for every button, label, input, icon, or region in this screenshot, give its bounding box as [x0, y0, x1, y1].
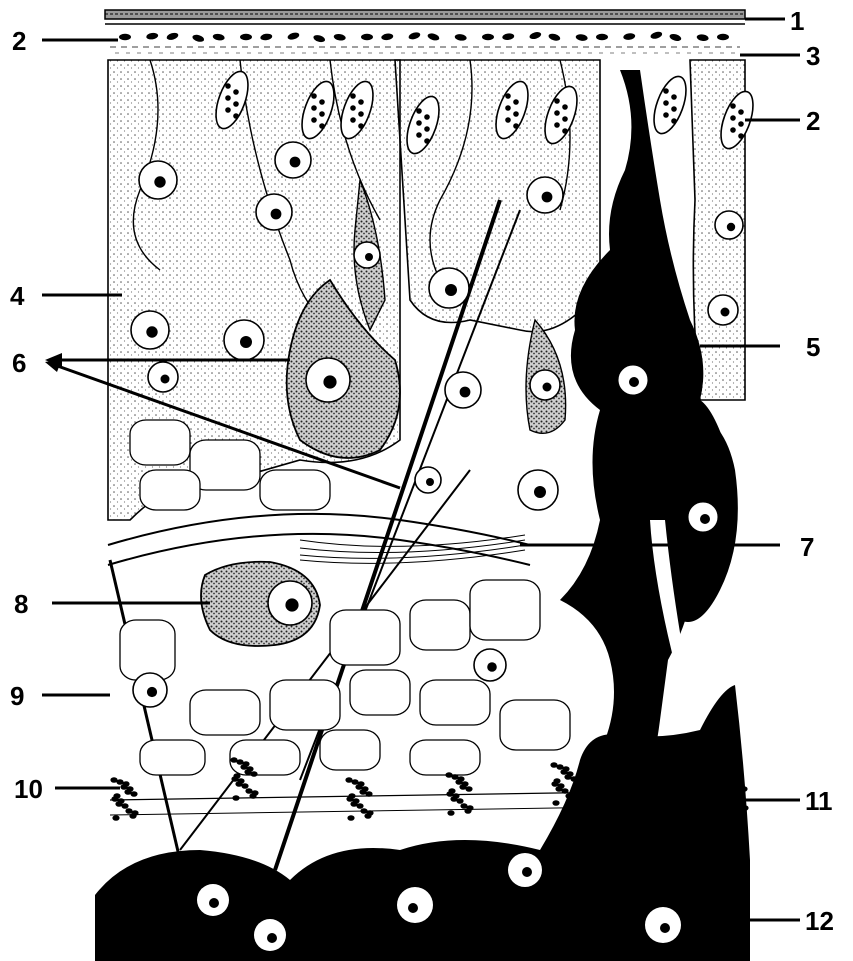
nucleus — [445, 372, 481, 408]
nucleus — [474, 649, 506, 681]
label-5: 5 — [806, 332, 820, 362]
connective-cell — [230, 740, 300, 775]
connective-cell — [330, 610, 400, 665]
connective-cell — [270, 680, 340, 730]
apical-nucleus — [650, 31, 663, 40]
label-11: 11 — [805, 786, 833, 816]
connective-cell — [190, 690, 260, 735]
nucleus — [715, 211, 743, 239]
apical-nucleus — [548, 32, 561, 41]
label-2-left: 2 — [12, 26, 26, 56]
nucleus — [224, 320, 264, 360]
nucleus — [306, 358, 350, 402]
nucleus — [708, 295, 738, 325]
nucleus — [518, 470, 558, 510]
nucleus — [415, 467, 441, 493]
connective-cell — [260, 470, 330, 510]
connective-cell — [410, 600, 470, 650]
apical-nucleus — [381, 33, 394, 41]
connective-cell — [320, 730, 380, 770]
connective-cell — [470, 580, 540, 640]
label-6: 6 — [12, 348, 26, 378]
apical-nucleus — [166, 32, 179, 41]
label-4: 4 — [10, 281, 25, 311]
apical-nucleus — [696, 34, 709, 42]
nucleus — [354, 242, 380, 268]
apical-nucleus — [287, 31, 300, 40]
label-3: 3 — [806, 41, 820, 71]
granule-cluster — [110, 777, 138, 821]
connective-tissue-mesh — [120, 420, 570, 775]
apical-nucleus — [408, 31, 421, 40]
apical-nucleus — [192, 34, 205, 43]
apical-nucleus — [313, 34, 326, 43]
label-10: 10 — [14, 774, 43, 804]
apical-nucleus — [333, 33, 346, 41]
apical-nucleus — [669, 33, 682, 42]
apical-nucleus — [623, 33, 636, 41]
apical-nucleus — [529, 31, 542, 40]
label-1: 1 — [790, 6, 804, 36]
apical-nuclei-row — [119, 31, 729, 44]
connective-cell — [140, 470, 200, 510]
apical-nucleus — [427, 32, 440, 41]
apical-nucleus — [361, 34, 373, 40]
connective-cell — [410, 740, 480, 775]
apical-nucleus — [596, 34, 608, 40]
nucleus — [148, 362, 178, 392]
apical-nucleus — [146, 32, 159, 40]
apical-nucleus — [212, 33, 225, 41]
nucleus — [131, 311, 169, 349]
apical-nucleus — [575, 34, 588, 42]
connective-cell — [130, 420, 190, 465]
apical-nucleus — [482, 34, 494, 40]
connective-cell — [350, 670, 410, 715]
nucleus — [275, 142, 311, 178]
connective-cell — [140, 740, 205, 775]
nucleus — [429, 268, 469, 308]
nucleus — [268, 581, 312, 625]
connective-cell — [500, 700, 570, 750]
apical-nucleus — [260, 33, 273, 41]
nucleus — [527, 177, 563, 213]
apical-nucleus — [502, 33, 515, 41]
nucleus — [133, 673, 167, 707]
nucleus — [256, 194, 292, 230]
apical-nucleus — [454, 33, 467, 41]
label-9: 9 — [10, 681, 24, 711]
label-12: 12 — [805, 906, 834, 936]
granule-cluster — [345, 777, 373, 821]
label-8: 8 — [14, 589, 28, 619]
apical-nucleus — [240, 34, 252, 40]
label-2-right: 2 — [806, 106, 820, 136]
connective-cell — [420, 680, 490, 725]
connective-cell — [120, 620, 175, 680]
nucleus — [530, 370, 560, 400]
apical-fine-lines — [110, 47, 740, 53]
cuticle-layer — [105, 10, 745, 24]
apical-nucleus — [717, 34, 729, 40]
label-7: 7 — [800, 532, 814, 562]
nucleus — [139, 161, 177, 199]
apical-nucleus — [119, 34, 131, 40]
granule-cell — [648, 72, 693, 137]
